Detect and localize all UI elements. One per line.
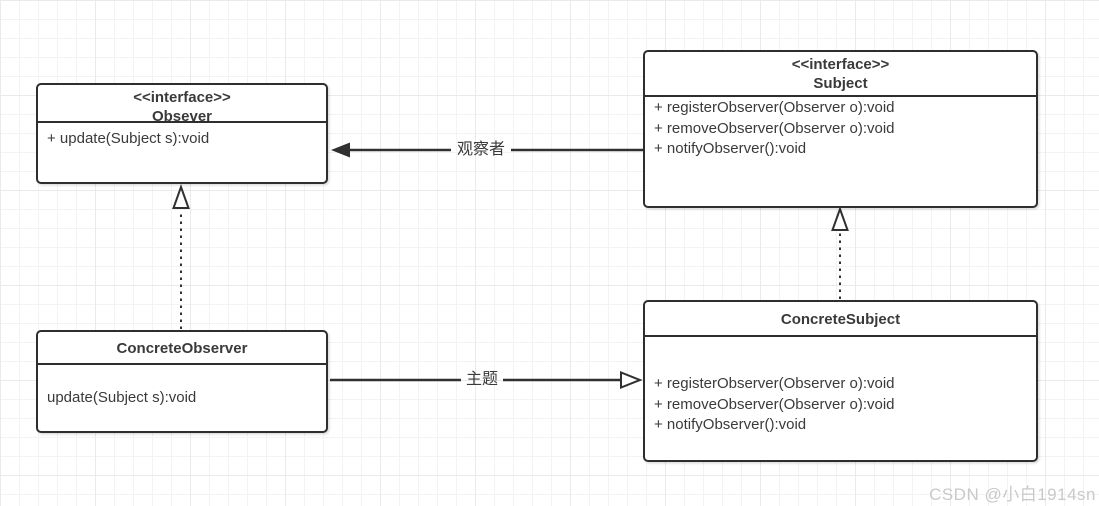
method-signature: + registerObserver(Observer o):void [654,99,895,116]
class-box-concrete-subject: ConcreteSubject + registerObserver(Obser… [643,300,1038,462]
method-signature: + registerObserver(Observer o):void [654,375,895,392]
open-arrowhead-right-icon [620,371,643,389]
method-signature: + removeObserver(Observer o):void [654,395,895,413]
observer-association-edge [331,142,643,158]
stereotype-label: <<interface>> [791,56,890,73]
class-name: ConcreteSubject [645,302,1036,337]
observer-realization-edge [172,184,190,329]
method-signature: + notifyObserver():void [654,416,807,433]
stereotype-label: <<interface>> [133,89,231,106]
class-name: ConcreteObserver [38,332,326,365]
class-header: <<interface>> Subject [645,52,1036,97]
class-box-observer-interface: <<interface>> Obsever + update(Subject s… [36,83,328,184]
method-signature: + update(Subject s):void [47,130,210,147]
class-name: Obsever [151,108,213,125]
watermark-text: CSDN @小白1914sn [929,485,1096,504]
solid-arrowhead-left-icon [331,142,350,158]
class-methods: + update(Subject s):void [38,123,326,150]
class-name: Subject [813,75,868,92]
edge-label-observer: 观察者 [456,141,505,158]
method-signature: + removeObserver(Observer o):void [654,119,895,137]
edge-label-subject: 主题 [465,371,498,388]
class-methods: update(Subject s):void [38,365,326,409]
class-methods: + registerObserver(Observer o):void + re… [645,97,1036,160]
class-box-concrete-observer: ConcreteObserver update(Subject s):void [36,330,328,433]
hollow-triangle-up-icon [172,184,190,209]
class-box-subject-interface: <<interface>> Subject + registerObserver… [643,50,1038,208]
method-signature: + notifyObserver():void [654,140,807,157]
class-methods: + registerObserver(Observer o):void + re… [645,337,1036,436]
class-header: <<interface>> Obsever [38,85,326,125]
method-signature: update(Subject s):void [47,389,197,406]
hollow-triangle-up-icon [831,206,849,231]
subject-association-edge [330,371,643,389]
subject-realization-edge [831,206,849,299]
